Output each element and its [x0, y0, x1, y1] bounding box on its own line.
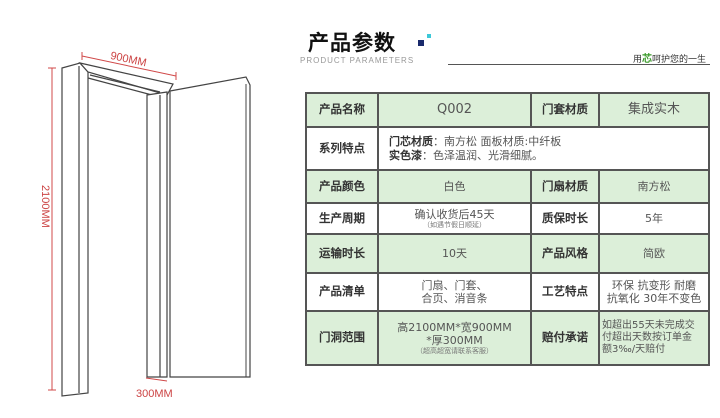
feature-label: 门芯材质	[389, 135, 433, 149]
label-cell: 产品名称	[305, 92, 379, 128]
value-cell: 南方松	[598, 169, 710, 204]
feature-text: ：南方松 面板材质:中纤板	[433, 135, 562, 149]
height-label: 2100MM	[39, 185, 51, 228]
label-cell: 系列特点	[305, 126, 379, 171]
label-cell: 产品清单	[305, 272, 379, 312]
value-cell: 环保 抗变形 耐磨抗氧化 30年不变色	[598, 272, 710, 312]
table-row: 生产周期 确认收货后45天（如遇节假日顺延） 质保时长 5年	[305, 202, 710, 235]
page-title: 产品参数	[308, 31, 396, 55]
value-text: 环保 抗变形 耐磨	[612, 278, 696, 292]
value-text: 合页、消音条	[421, 292, 488, 305]
table-row: 产品颜色 白色 门扇材质 南方松	[305, 169, 710, 204]
feature-label: 实色漆	[389, 148, 422, 162]
door-dimension-diagram: 900MM 2100MM 300MM	[39, 50, 251, 400]
value-cell: 高2100MM*宽900MM*厚300MM（超高超宽请联系客服）	[377, 310, 532, 366]
product-parameters-table: 产品名称 Q002 门套材质 集成实木 系列特点 门芯材质：南方松 面板材质:中…	[305, 92, 710, 366]
door-leaf	[169, 76, 251, 378]
table-row: 产品名称 Q002 门套材质 集成实木	[305, 92, 710, 128]
dimension-lines	[48, 52, 177, 391]
table-row: 门洞范围 高2100MM*宽900MM*厚300MM（超高超宽请联系客服） 赔付…	[305, 310, 710, 366]
value-cell: 集成实木	[598, 92, 710, 128]
decor-square-icon	[418, 40, 424, 46]
value-cell: 门扇、门套、合页、消音条	[377, 272, 532, 312]
depth-label: 300MM	[136, 388, 173, 400]
value-note: （超高超宽请联系客服）	[416, 346, 493, 355]
value-cell: 白色	[377, 169, 532, 204]
value-cell: 简欧	[598, 233, 710, 274]
value-cell: 确认收货后45天（如遇节假日顺延）	[377, 202, 532, 235]
value-cell: 5年	[598, 202, 710, 235]
value-cell: 如超出55天未完成交付超出天数按订单金额3‰/天赔付	[598, 310, 710, 366]
label-cell: 赔付承诺	[530, 310, 600, 366]
slogan: 用芯呵护您的一生	[633, 50, 706, 65]
value-text: 抗氧化 30年不变色	[606, 292, 702, 305]
slogan-post: 呵护您的一生	[651, 55, 706, 65]
label-cell: 工艺特点	[530, 272, 600, 312]
label-cell: 生产周期	[305, 202, 379, 235]
value-text: 高2100MM*宽900MM	[397, 320, 512, 334]
value-note: （如遇节假日顺延）	[423, 220, 486, 229]
value-text: 额3‰/天赔付	[602, 344, 666, 355]
slogan-pre: 用	[632, 55, 642, 65]
label-cell: 门扇材质	[530, 169, 600, 204]
value-text: 门扇、门套、	[421, 278, 488, 292]
label-cell: 门洞范围	[305, 310, 379, 366]
label-cell: 门套材质	[530, 92, 600, 128]
value-text: 付超出天数按订单金	[602, 332, 692, 343]
slogan-highlight: 芯	[641, 54, 652, 65]
label-cell: 产品颜色	[305, 169, 379, 204]
door-frame	[61, 62, 174, 397]
page-subtitle: PRODUCT PARAMETERS	[300, 56, 415, 65]
value-text: 如超出55天未完成交	[602, 320, 695, 331]
divider	[448, 64, 710, 65]
value-cell: 10天	[377, 233, 532, 274]
decor-square-icon	[427, 34, 431, 38]
value-text: *厚300MM	[426, 333, 483, 347]
width-label: 900MM	[109, 50, 147, 69]
label-cell: 质保时长	[530, 202, 600, 235]
feature-text: ：色泽温润、光滑细腻。	[422, 148, 543, 162]
value-text: 确认收货后45天	[414, 207, 495, 221]
value-cell: Q002	[377, 92, 532, 128]
label-cell: 产品风格	[530, 233, 600, 274]
table-row: 运输时长 10天 产品风格 简欧	[305, 233, 710, 274]
table-row: 产品清单 门扇、门套、合页、消音条 工艺特点 环保 抗变形 耐磨抗氧化 30年不…	[305, 272, 710, 312]
label-cell: 运输时长	[305, 233, 379, 274]
value-cell: 门芯材质：南方松 面板材质:中纤板 实色漆：色泽温润、光滑细腻。	[377, 126, 710, 171]
table-row: 系列特点 门芯材质：南方松 面板材质:中纤板 实色漆：色泽温润、光滑细腻。	[305, 126, 710, 171]
